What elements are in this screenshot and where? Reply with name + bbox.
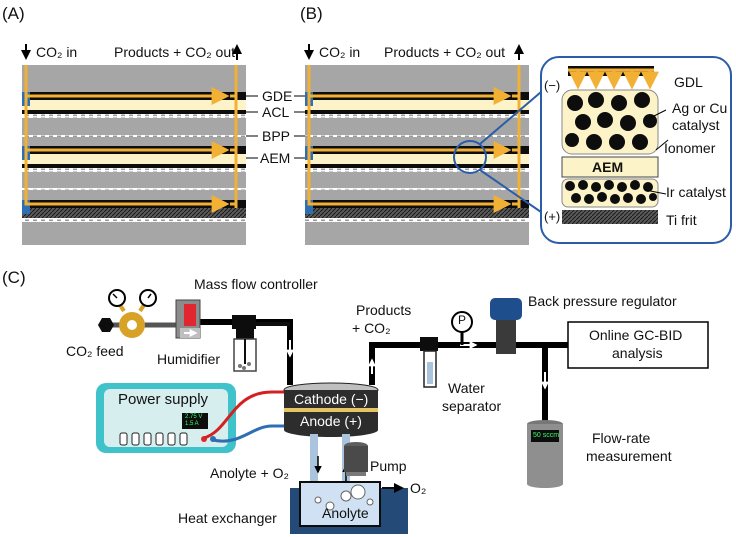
o2-label: O₂ [410,480,427,496]
panel-a-products-out-label: Products + CO₂ out [114,44,235,60]
label-aem: AEM [260,150,291,166]
humidifier-label: Humidifier [157,351,221,367]
gauge-p-label: P [458,313,467,327]
flow-rate-label-2: measurement [586,448,672,464]
zoom-panel [540,56,732,244]
co2-feed-label: CO₂ feed [66,343,124,359]
water-separator-label-2: separator [442,398,502,414]
anolyte-o2-label: Anolyte + O₂ [210,465,289,481]
panel-b-products-out-label: Products + CO₂ out [384,44,505,60]
heat-exchanger-label: Heat exchanger [178,510,277,526]
stack-b [304,44,542,245]
zoom-plus-label: (+) [544,209,561,224]
zoom-ir-catalyst-label: Ir catalyst [666,184,726,200]
pump-label: Pump [370,458,407,474]
anode-label: Anode (+) [300,413,362,429]
products-label-2: + CO₂ [352,320,391,336]
ps-display-volts: 2.75 V [185,414,203,420]
panel-c-label: (C) [2,268,26,287]
panel-b-label: (B) [300,4,323,23]
flow-display: 50 sccm [533,432,560,439]
cathode-label: Cathode (−) [294,391,369,407]
zoom-gdl-label: GDL [674,74,703,90]
layer-callouts [246,95,305,159]
online-gc-label-2: analysis [612,345,663,361]
flow-rate-label-1: Flow-rate [592,430,651,446]
label-gde: GDE [262,88,293,104]
back-pressure-regulator-label: Back pressure regulator [528,293,677,309]
water-separator-label-1: Water [448,380,485,396]
setup-schematic [96,289,709,534]
zoom-catalyst-label-2: catalyst [672,117,720,133]
panel-a-co2-in-label: CO₂ in [36,44,78,60]
online-gc-label-1: Online GC-BID [589,327,683,343]
zoom-minus-label: (−) [544,78,561,93]
ps-display-amps: 1.5 A [185,421,199,427]
anolyte-label: Anolyte [322,505,369,521]
zoom-ionomer-label: Ionomer [664,140,716,156]
power-supply-label: Power supply [118,391,209,408]
zoom-ti-frit-label: Ti frit [666,212,697,228]
panel-a-label: (A) [2,4,25,23]
label-acl: ACL [262,104,290,120]
mass-flow-controller-label: Mass flow controller [194,276,318,292]
zoom-aem-label: AEM [592,159,624,175]
label-bpp: BPP [262,128,291,144]
stack-a [21,44,246,245]
zoom-catalyst-label-1: Ag or Cu [672,100,728,116]
panel-b-co2-in-label: CO₂ in [319,44,361,60]
products-label-1: Products [356,302,412,318]
